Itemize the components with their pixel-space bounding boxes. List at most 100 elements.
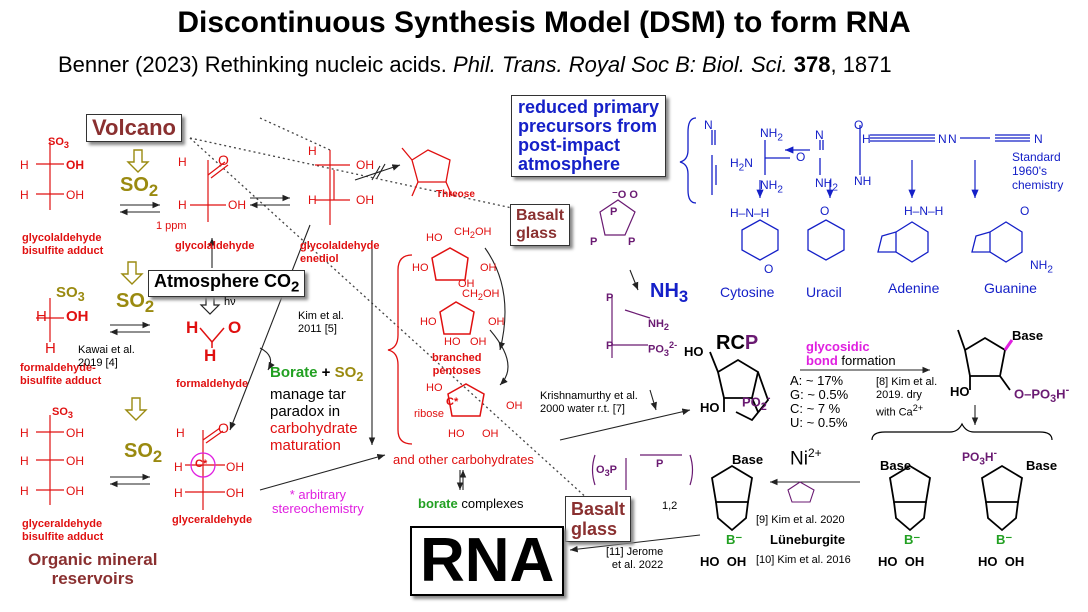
oh-atom: OH xyxy=(482,428,499,440)
organic-reservoirs-label: Organic mineral reservoirs xyxy=(28,550,157,588)
precursor-arrows xyxy=(756,146,979,198)
so2-sub: 2 xyxy=(152,447,163,466)
basalt-glass-2-line2: glass xyxy=(571,519,618,539)
oh-atom: OH xyxy=(480,262,497,274)
citation-line: [8] Kim et al. xyxy=(876,376,938,388)
enediol-structure xyxy=(315,150,350,225)
ho: HO xyxy=(878,554,898,569)
oh-atom: OH xyxy=(506,400,523,412)
oh-atom: OH xyxy=(488,316,505,328)
nh-atom: NH xyxy=(854,174,872,188)
reference-authors: Benner (2023) Rethinking nucleic acids. xyxy=(58,52,447,77)
reduced-line2: precursors from xyxy=(518,116,658,136)
citation-line: 2019. dry xyxy=(876,389,922,401)
n-atom: N xyxy=(1034,132,1043,146)
h-atom: H xyxy=(204,346,217,365)
so2-sub: 2 xyxy=(144,297,155,316)
borate-word: Borate xyxy=(270,364,318,381)
rcp-structure xyxy=(709,351,770,422)
kim2020-citation: [9] Kim et al. 2020 xyxy=(756,514,845,526)
ho-oh-atoms: HO OH xyxy=(978,554,1024,569)
reduced-line4: atmosphere xyxy=(518,154,621,174)
formaldehyde-label: formaldehyde xyxy=(176,378,249,390)
ribose-label: ribose xyxy=(414,408,444,420)
threose-structure xyxy=(401,147,453,197)
ho-atom: HO xyxy=(426,382,443,394)
so2-text: SO xyxy=(334,364,357,381)
so2-sub: 2 xyxy=(148,181,159,200)
label-line: formaldehyde- xyxy=(20,362,96,374)
glycolaldehyde-structure xyxy=(190,160,229,222)
so2-text: SO xyxy=(124,440,153,462)
ho: HO xyxy=(978,554,998,569)
jerome-citation: [11] Jerome et al. 2022 xyxy=(606,546,663,572)
citation-line: Kawai et al. xyxy=(78,344,135,356)
chiral-center-marker xyxy=(190,452,216,478)
basalt-glass-box-1: Basalt glass xyxy=(510,204,571,246)
one-two-label: 1,2 xyxy=(662,500,678,512)
po3h-text: PO xyxy=(1031,386,1051,402)
citation-line: et al. 2022 xyxy=(611,559,664,571)
ni-sup: 2+ xyxy=(807,446,822,460)
label-line: branched xyxy=(432,352,482,364)
oh: OH xyxy=(726,554,747,569)
ho-atom: HO xyxy=(420,316,437,328)
glycolaldehyde-bisulfite-structure xyxy=(36,142,64,210)
reference-line: Benner (2023) Rethinking nucleic acids. … xyxy=(58,52,892,78)
glycolaldehyde-bisulfite-label: glycolaldehyde bisulfite adduct xyxy=(22,232,103,258)
base-label: Base xyxy=(880,458,912,473)
reduced-line3: post-impact xyxy=(518,135,621,155)
basalt-glass-box-2: Basalt glass xyxy=(565,496,632,542)
glyceraldehyde-bisulfite-label: glyceraldehyde bisulfite adduct xyxy=(22,518,103,544)
so3-label-3: SO3 xyxy=(52,406,73,421)
glyceraldehyde-bisulfite-structure xyxy=(36,415,64,505)
glyceraldehyde-structure xyxy=(185,427,225,510)
po3h-group: O–PO3H- xyxy=(1014,384,1070,405)
branched-pentoses-label: branched pentoses xyxy=(432,352,482,378)
threose-label: Threose xyxy=(436,189,475,200)
oh-atom: OH xyxy=(66,158,84,172)
base-label: Base xyxy=(1026,458,1058,473)
trimetaphosphate-structure xyxy=(591,199,694,490)
oh-atom: OH xyxy=(226,460,244,474)
citation-line: 2019 [4] xyxy=(78,357,118,369)
phosphorus: P xyxy=(606,340,614,352)
label-line: glycolaldehyde xyxy=(300,240,380,252)
plus: + xyxy=(317,364,335,381)
boronate-rings xyxy=(711,464,1023,532)
precursor-brace xyxy=(679,117,697,204)
atmosphere-co2-box: Atmosphere CO2 xyxy=(148,270,306,297)
note-line: * arbitrary xyxy=(289,487,347,502)
amino-group: H–N–H xyxy=(730,206,770,220)
adenine-label: Adenine xyxy=(888,280,940,296)
h-atom: H xyxy=(20,188,29,202)
yields-list: A: ~ 17% G: ~ 0.5% C: ~ 7 % U: ~ 0.5% xyxy=(790,374,848,430)
ni-text: Ni xyxy=(790,448,808,470)
ch2oh: CH2OH xyxy=(454,226,492,241)
h-atom: H xyxy=(174,460,183,474)
ho-atom: HO xyxy=(412,262,429,274)
phosphorus: P xyxy=(606,292,614,304)
ho-atom: HO xyxy=(700,400,720,415)
so2-label-3: SO2 xyxy=(124,440,162,467)
h-atom: H xyxy=(20,484,29,498)
oh-atom: OH xyxy=(66,308,89,325)
h-atom: H xyxy=(178,155,187,169)
label-line: 1960's xyxy=(1012,164,1047,178)
label-line: bisulfite adduct xyxy=(20,375,102,387)
precursor-structures xyxy=(711,125,1030,263)
so2-inline: SO2 xyxy=(334,364,364,384)
kawai-citation: Kawai et al. 2019 [4] xyxy=(78,344,135,370)
atmosphere-label: Atmosphere CO xyxy=(154,271,292,291)
citation-line: [11] Jerome xyxy=(606,546,664,558)
uracil-label: Uracil xyxy=(806,284,842,300)
h-atom: H xyxy=(186,318,199,337)
h-atom: H xyxy=(176,426,185,440)
kim2011-citation: Kim et al. 2011 [5] xyxy=(298,310,344,336)
so2-label-1: SO2 xyxy=(120,174,158,201)
po2-group: PO2- xyxy=(742,392,771,413)
standard-chemistry-label: Standard 1960's chemistry xyxy=(1012,150,1063,192)
atmosphere-subscript: 2 xyxy=(291,278,300,296)
borate-word: borate xyxy=(418,496,458,511)
